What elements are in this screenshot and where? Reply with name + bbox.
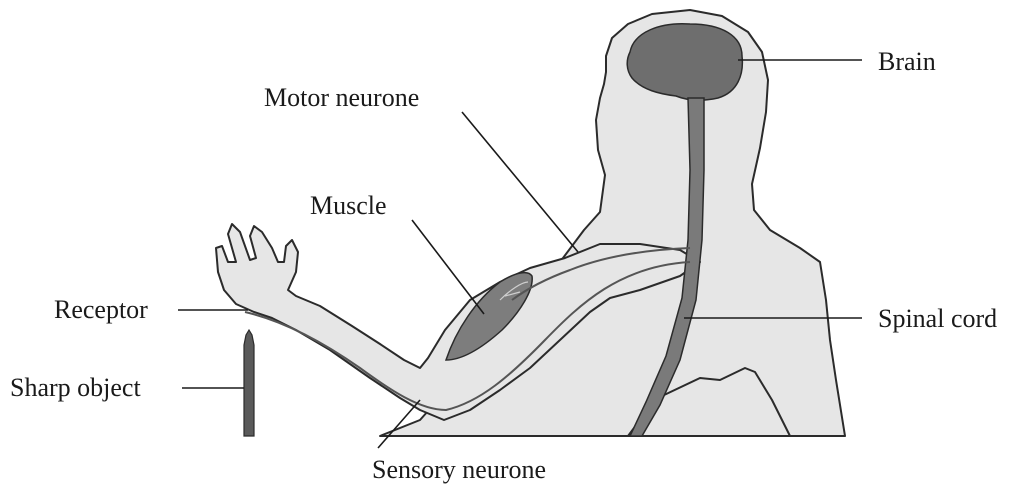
muscle-leader-line: [412, 220, 484, 314]
muscle-label: Muscle: [310, 191, 387, 220]
brain-label: Brain: [878, 47, 936, 76]
motor-neurone-leader-line: [462, 112, 578, 252]
receptor-label: Receptor: [54, 295, 148, 324]
sharp-object-shape: [244, 330, 254, 436]
sensory-neurone-label: Sensory neurone: [372, 455, 546, 484]
spinal-cord-label: Spinal cord: [878, 304, 997, 333]
motor-neurone-label: Motor neurone: [264, 83, 419, 112]
sharp-object-label: Sharp object: [10, 373, 141, 402]
